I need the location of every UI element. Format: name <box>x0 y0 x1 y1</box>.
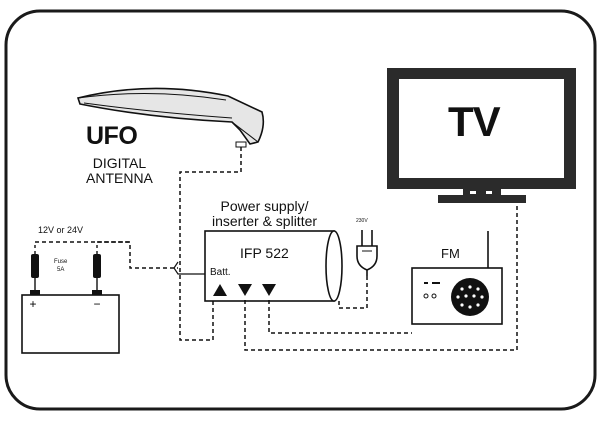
battery-port-label: Batt. <box>210 267 231 278</box>
battery-icon: + − <box>21 242 120 354</box>
power-supply-box <box>204 230 343 302</box>
mains-cable <box>338 276 368 309</box>
fuse-label: Fuse 5A <box>54 259 68 273</box>
antenna-cable <box>179 147 242 341</box>
fm-radio-icon <box>411 231 503 325</box>
cable-runs <box>35 147 518 351</box>
power-supply-caption: Power supply/ inserter & splitter <box>212 198 318 229</box>
tv-icon <box>387 68 576 203</box>
fuse-icon <box>93 254 101 278</box>
output-port-triangle-icon <box>262 284 276 296</box>
input-port-triangle-icon <box>213 284 227 296</box>
fm-cable <box>268 300 412 334</box>
output-port-triangle-icon <box>238 284 252 296</box>
battery-minus-sign: − <box>93 297 100 311</box>
mains-plug-icon <box>356 230 378 276</box>
mains-voltage-label: 230V <box>356 218 368 224</box>
tv-cable <box>244 205 518 351</box>
battery-voltage-label: 12V or 24V <box>38 225 84 235</box>
battery-plus-sign: + <box>29 297 36 311</box>
antenna-subtitle: DIGITAL ANTENNA <box>86 155 153 186</box>
ufo-antenna-icon <box>76 87 265 148</box>
radio-label: FM <box>441 246 460 261</box>
tv-label: TV <box>448 98 501 145</box>
fuse-icon <box>31 254 39 278</box>
battery-cable <box>35 241 178 269</box>
antenna-title: UFO <box>86 122 138 150</box>
power-supply-model: IFP 522 <box>240 245 289 261</box>
